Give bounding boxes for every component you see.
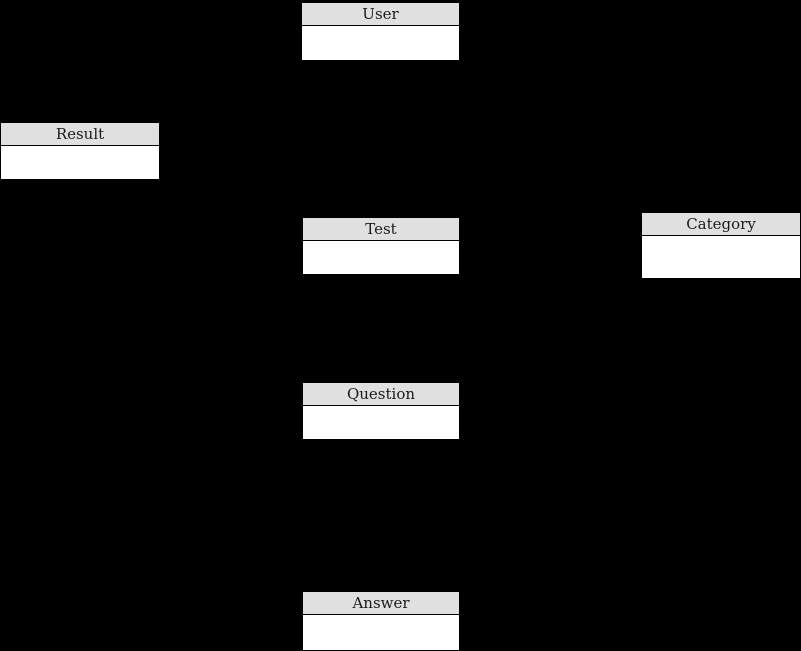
entity-answer-body bbox=[303, 615, 459, 650]
entity-category-body bbox=[642, 236, 800, 278]
entity-user: User bbox=[301, 2, 460, 61]
entity-question-body bbox=[303, 406, 459, 439]
entity-result-title: Result bbox=[55, 125, 105, 143]
entity-test-body bbox=[303, 241, 459, 274]
entity-user-body bbox=[302, 26, 459, 60]
entity-test-title: Test bbox=[365, 220, 397, 238]
entity-question-title: Question bbox=[346, 385, 416, 403]
entity-answer: Answer bbox=[302, 591, 460, 651]
entity-answer-title: Answer bbox=[352, 594, 410, 612]
entity-test: Test bbox=[302, 217, 460, 275]
entity-user-header: User bbox=[302, 3, 459, 26]
entity-user-title: User bbox=[362, 5, 399, 23]
entity-result-body bbox=[1, 146, 159, 179]
entity-question-header: Question bbox=[303, 383, 459, 406]
entity-question: Question bbox=[302, 382, 460, 440]
entity-category-title: Category bbox=[686, 215, 756, 233]
entity-test-header: Test bbox=[303, 218, 459, 241]
entity-category-header: Category bbox=[642, 213, 800, 236]
entity-result: Result bbox=[0, 122, 160, 180]
entity-result-header: Result bbox=[1, 123, 159, 146]
entity-category: Category bbox=[641, 212, 801, 279]
entity-answer-header: Answer bbox=[303, 592, 459, 615]
